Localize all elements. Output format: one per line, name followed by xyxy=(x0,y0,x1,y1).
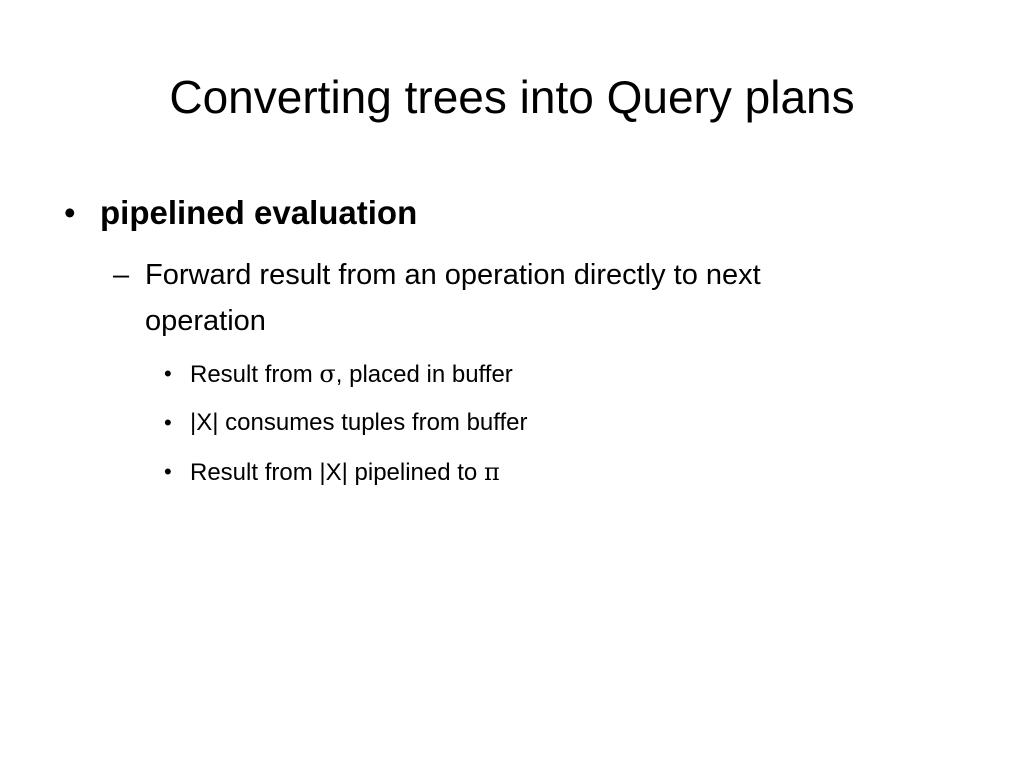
bullet-marker: • xyxy=(164,361,172,386)
subsub-bullet-join-consumes: |X| consumes tuples from buffer xyxy=(190,406,528,440)
subsub-text: |X| consumes tuples from buffer xyxy=(190,409,528,436)
bullet-marker: • xyxy=(64,194,76,231)
sigma-symbol: σ xyxy=(319,360,336,388)
dash-marker: – xyxy=(113,259,130,291)
slide-title: Converting trees into Query plans xyxy=(169,71,855,123)
bullet-marker: • xyxy=(164,410,172,435)
bullet-pipelined-evaluation: pipelined evaluation xyxy=(100,194,418,231)
pi-symbol: π xyxy=(483,458,500,486)
sub-bullet-line-2: operation xyxy=(145,305,266,337)
subsub-text: Result from xyxy=(190,361,320,388)
subsub-text: Result from |X| pipelined to xyxy=(190,459,484,486)
bullet-marker: • xyxy=(164,459,172,484)
sub-bullet-forward-result: Forward result from an operation directl… xyxy=(145,252,965,344)
sub-bullet-line-1: Forward result from an operation directl… xyxy=(145,259,761,291)
subsub-text: , placed in buffer xyxy=(335,361,513,388)
subsub-bullet-pipelined-pi: Result from |X| pipelined to π xyxy=(190,455,500,490)
subsub-bullet-sigma: Result from σ, placed in buffer xyxy=(190,357,513,392)
